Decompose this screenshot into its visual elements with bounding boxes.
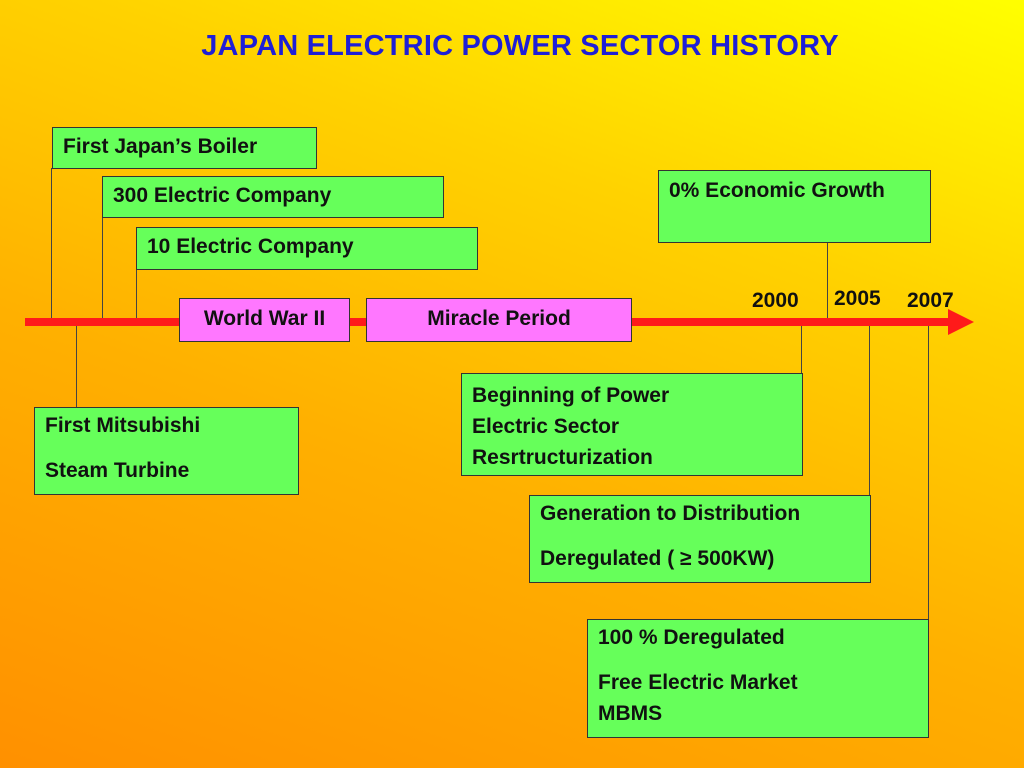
event-label: 0% Economic Growth bbox=[669, 179, 885, 202]
event-label: First Mitsubishi bbox=[45, 414, 201, 437]
event-label: 300 Electric Company bbox=[113, 184, 332, 207]
event-300-electric-company: 300 Electric Company bbox=[102, 176, 444, 218]
event-label: Deregulated ( ≥ 500KW) bbox=[540, 547, 775, 570]
event-label: 10 Electric Company bbox=[147, 235, 354, 258]
event-economic-growth: 0% Economic Growth bbox=[658, 170, 931, 243]
year-2005: 2005 bbox=[834, 287, 881, 310]
event-restructuring: Beginning of Power Electric Sector Resrt… bbox=[461, 373, 803, 476]
event-deregulated-500kw: Generation to Distribution Deregulated (… bbox=[529, 495, 871, 583]
event-label: Generation to Distribution bbox=[540, 502, 801, 525]
connector-company300 bbox=[102, 217, 103, 320]
event-label: Electric Sector bbox=[472, 415, 620, 438]
connector-deregulated100 bbox=[928, 324, 929, 620]
connector-boiler bbox=[51, 168, 52, 320]
event-first-mitsubishi: First Mitsubishi Steam Turbine bbox=[34, 407, 299, 495]
page-title: JAPAN ELECTRIC POWER SECTOR HISTORY bbox=[201, 30, 839, 62]
event-100-deregulated: 100 % Deregulated Free Electric Market M… bbox=[587, 619, 929, 738]
year-2007: 2007 bbox=[907, 289, 954, 312]
connector-restructuring bbox=[801, 324, 802, 374]
connector-mitsubishi bbox=[76, 324, 77, 408]
event-label: 100 % Deregulated bbox=[598, 626, 785, 649]
event-label: Steam Turbine bbox=[45, 459, 190, 482]
event-label: Resrtructurization bbox=[472, 446, 653, 469]
connector-growth bbox=[827, 242, 828, 322]
year-2000: 2000 bbox=[752, 289, 799, 312]
event-first-boiler: First Japan’s Boiler bbox=[52, 127, 317, 169]
timeline-arrowhead bbox=[948, 309, 974, 335]
era-world-war-ii: World War II bbox=[179, 298, 350, 342]
event-10-electric-company: 10 Electric Company bbox=[136, 227, 478, 270]
connector-company10 bbox=[136, 269, 137, 320]
event-label: Beginning of Power bbox=[472, 384, 670, 407]
connector-deregulated500 bbox=[869, 324, 870, 496]
era-miracle-period: Miracle Period bbox=[366, 298, 632, 342]
event-label: MBMS bbox=[598, 702, 663, 725]
event-label: First Japan’s Boiler bbox=[63, 135, 258, 158]
event-label: Free Electric Market bbox=[598, 671, 798, 694]
